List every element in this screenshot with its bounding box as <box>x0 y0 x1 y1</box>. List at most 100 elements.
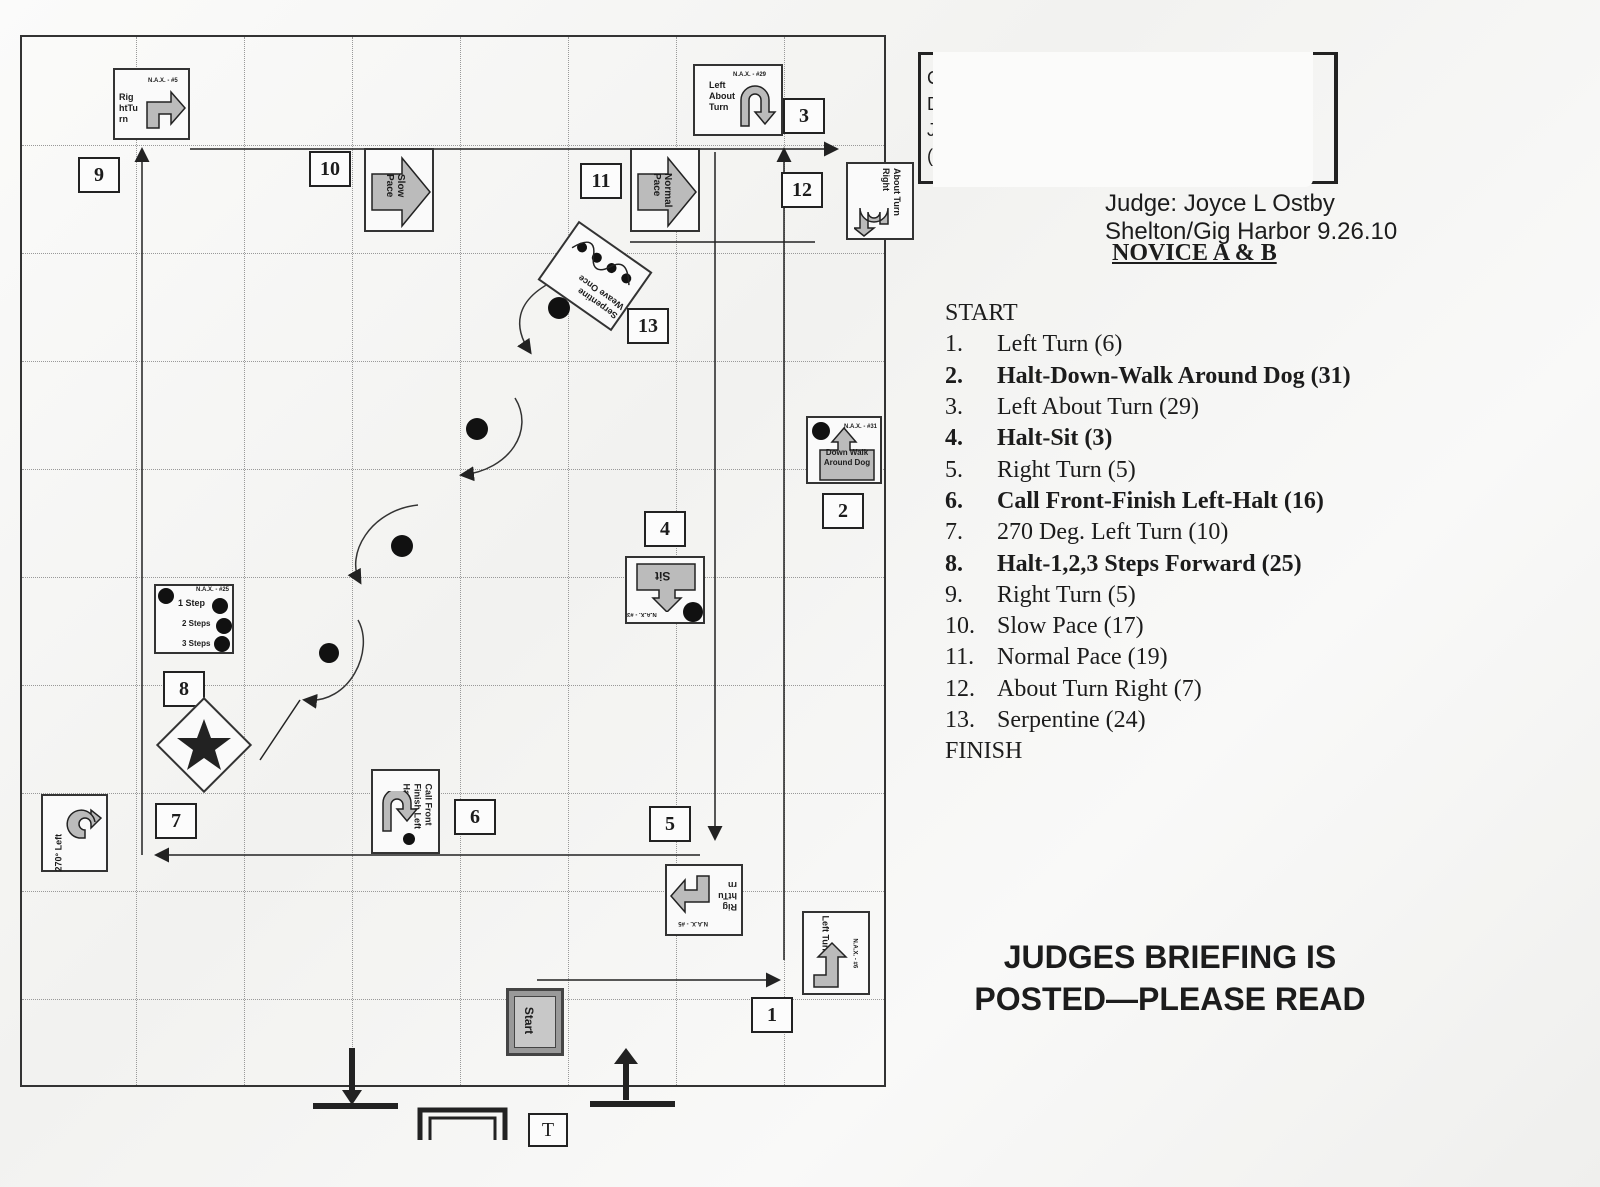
list-item: 3.Left About Turn (29) <box>945 394 1200 421</box>
list-item: 8.Halt-1,2,3 Steps Forward (25) <box>945 550 1302 577</box>
sign-label: Slow Pace <box>384 174 406 198</box>
forward-arrow-icon <box>637 155 697 229</box>
sit-arrow-icon <box>636 563 696 612</box>
list-item: 12.About Turn Right (7) <box>945 675 1202 702</box>
sign-label-step2: 2 Steps <box>182 619 211 628</box>
loop-arrow-icon <box>66 808 103 839</box>
sign-call-front-finish-left-halt-6: Call Front Finish Left Halt <box>371 769 440 854</box>
cone-marker <box>466 418 488 440</box>
cone-marker <box>683 602 703 622</box>
grid-line <box>22 577 884 578</box>
left-turn-arrow-icon <box>813 941 848 988</box>
station-number-1: 1 <box>751 997 793 1033</box>
list-item: 1.Left Turn (6) <box>945 331 1123 358</box>
sign-serpentine-13: Serpentine Weave Once <box>537 220 653 332</box>
table-marker: T <box>528 1113 568 1147</box>
station-number-2: 2 <box>822 493 864 529</box>
sign-steps-forward-8: N.A.X. - #25 1 Step 2 Steps 3 Steps <box>154 584 234 654</box>
right-turn-arrow-icon <box>146 90 186 129</box>
sign-code: N.A.X. - #25 <box>196 587 230 593</box>
list-finish: FINISH <box>945 738 1023 765</box>
list-item: 9.Right Turn (5) <box>945 581 1136 608</box>
grid-line <box>22 253 884 254</box>
sign-code: N.A.X. - #3 <box>627 611 657 617</box>
grid-line <box>22 469 884 470</box>
station-number-12: 12 <box>781 172 823 208</box>
station-number-5: 5 <box>649 806 691 842</box>
sign-right-turn-5: Rig htTu rn N.A.X. - #5 <box>665 864 743 936</box>
sign-slow-pace-10: Slow Pace <box>364 148 434 232</box>
station-number-13: 13 <box>627 308 669 344</box>
station-number-11: 11 <box>580 163 622 199</box>
sign-label: Sit <box>655 569 671 583</box>
sign-label: 270° Left <box>53 833 64 872</box>
station-number-10: 10 <box>309 151 351 187</box>
briefing-line-1: JUDGES BRIEFING IS <box>1003 939 1337 975</box>
briefing-line-2: POSTED—PLEASE READ <box>974 981 1366 1017</box>
sign-left-about-turn-3: Left About Turn N.A.X. - #29 <box>693 64 783 136</box>
grid-line <box>22 793 884 794</box>
grid-line <box>460 37 461 1085</box>
station-list: START 1.Left Turn (6) 2.Halt-Down-Walk A… <box>945 298 1465 767</box>
sign-right-turn-9: Rig htTu rn N.A.X. - #5 <box>113 68 190 140</box>
cone-marker <box>214 636 230 652</box>
sign-label: Normal Pace <box>651 173 673 208</box>
sign-about-turn-right-12: About Turn Right <box>846 162 914 240</box>
list-item: 7.270 Deg. Left Turn (10) <box>945 519 1229 546</box>
list-item: 4.Halt-Sit (3) <box>945 425 1113 452</box>
sign-label-step1: 1 Step <box>178 598 206 608</box>
sign-down-walk-around-dog-2: N.A.X. - #31 Down Walk Around Dog <box>806 416 882 484</box>
judge-info-box: C D J ( <box>918 52 1338 187</box>
list-item: 13.Serpentine (24) <box>945 707 1146 733</box>
grid-line <box>244 37 245 1085</box>
star-marker <box>155 696 253 794</box>
cone-marker <box>548 297 570 319</box>
station-number-7: 7 <box>155 803 197 839</box>
sign-start: Start <box>506 988 564 1056</box>
grid-line <box>22 891 884 892</box>
sign-label-step3: 3 Steps <box>182 639 211 648</box>
grid-line <box>22 999 884 1000</box>
cone-marker <box>391 535 413 557</box>
cone-marker <box>216 618 232 634</box>
sign-normal-pace-11: Normal Pace <box>630 148 700 232</box>
station-number-6: 6 <box>454 799 496 835</box>
cone-marker <box>158 588 174 604</box>
cone-marker <box>212 598 228 614</box>
sign-left-turn-1: Left Turn N.A.X. - #6 <box>802 911 870 995</box>
cone-marker <box>812 422 830 440</box>
grid-line <box>136 37 137 1085</box>
grid-line <box>22 685 884 686</box>
u-turn-arrow-icon <box>854 207 889 237</box>
sign-270-left-7: 270° Left <box>41 794 108 872</box>
star-icon <box>177 719 231 770</box>
grid-line <box>352 37 353 1085</box>
sign-label: Rig htTu rn <box>119 92 138 124</box>
list-item: 6.Call Front-Finish Left-Halt (16) <box>945 487 1324 514</box>
class-title: NOVICE A & B <box>1112 240 1277 266</box>
serpentine-cones-icon <box>571 241 632 286</box>
grid-line <box>22 361 884 362</box>
station-number-9: 9 <box>78 157 120 193</box>
list-item: 11.Normal Pace (19) <box>945 644 1168 671</box>
sign-label: Rig htTu rn <box>718 880 737 912</box>
sign-code: N.A.X. - #31 <box>844 424 878 430</box>
station-number-4: 4 <box>644 511 686 547</box>
briefing-notice: JUDGES BRIEFING IS POSTED—PLEASE READ <box>945 936 1395 1020</box>
sign-label: Left About Turn <box>709 80 735 112</box>
sign-label: Start <box>522 1006 537 1035</box>
forward-arrow-icon <box>371 155 431 229</box>
event-location-date: Shelton/Gig Harbor 9.26.10 <box>1105 218 1398 245</box>
sign-halt-sit-4: Sit N.A.X. - #3 <box>625 556 705 624</box>
list-item: 5.Right Turn (5) <box>945 456 1136 483</box>
sign-label: Down Walk Around Dog <box>823 448 871 467</box>
judge-name: Judge: Joyce L Ostby <box>1105 190 1335 217</box>
grid-line <box>568 37 569 1085</box>
sign-code: N.A.X. - #5 <box>678 920 708 926</box>
list-start: START <box>945 300 1018 327</box>
sign-code: N.A.X. - #5 <box>148 78 178 84</box>
station-number-3: 3 <box>783 98 825 134</box>
cone-marker <box>319 643 339 663</box>
grid-line <box>22 145 884 146</box>
